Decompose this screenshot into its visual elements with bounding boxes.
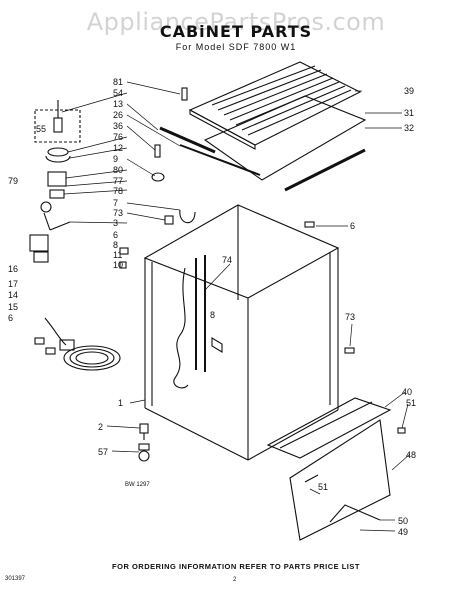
callout-label: 32 — [404, 123, 414, 133]
callout-label: 57 — [98, 447, 108, 457]
callout-label: 55 — [36, 124, 46, 134]
callout-label: 17 — [8, 279, 18, 289]
callout-label: 10 — [113, 260, 123, 270]
callout-label: 48 — [406, 450, 416, 460]
callout-label: 51 — [406, 398, 416, 408]
callout-label: 15 — [8, 302, 18, 312]
callout-label: 14 — [8, 290, 18, 300]
callout-labels: 81 54 13 26 55 36 76 12 9 80 79 77 78 7 … — [8, 77, 416, 537]
callout-label: 31 — [404, 108, 414, 118]
watermark: AppliancePartsPros.com — [86, 8, 386, 36]
cabinet-drawing — [29, 61, 411, 541]
callout-label: 79 — [8, 176, 18, 186]
bracket-55 — [34, 100, 81, 143]
cord-clamp-7 — [179, 209, 196, 224]
callout-label: 36 — [113, 121, 123, 131]
top-support-panel — [203, 95, 367, 181]
callout-label: 80 — [113, 165, 123, 175]
screw-36 — [154, 144, 161, 158]
callout-label: 74 — [222, 255, 232, 265]
switch-16 — [29, 234, 49, 263]
callout-label: 49 — [398, 527, 408, 537]
rail-13 — [159, 126, 216, 154]
callout-label: 12 — [113, 143, 123, 153]
callout-label: 8 — [113, 240, 118, 250]
power-cord-14 — [44, 317, 121, 371]
lever-79 — [40, 201, 71, 231]
leveling-leg-2 — [139, 423, 149, 440]
clip-8 — [119, 247, 129, 255]
callout-label: 81 — [113, 77, 123, 87]
callout-label: 6 — [113, 230, 118, 240]
callout-label: 39 — [404, 86, 414, 96]
screw-73 — [164, 215, 174, 225]
bracket-78 — [49, 189, 65, 199]
clip-6-lower — [34, 337, 45, 345]
callout-label: 9 — [113, 154, 118, 164]
drawing-code: BW 1297 — [125, 482, 150, 488]
callout-label: 73 — [113, 208, 123, 218]
top-panel — [188, 61, 362, 150]
switch-80 — [47, 171, 67, 187]
callout-label: 51 — [318, 482, 328, 492]
wire-harness — [173, 267, 189, 389]
callout-label: 40 — [402, 387, 412, 397]
footer-code: 301397 — [5, 576, 26, 582]
callout-label: 76 — [113, 132, 123, 142]
callout-label: 7 — [113, 198, 118, 208]
cabinet-body — [143, 204, 340, 461]
callout-label: 77 — [113, 176, 123, 186]
callout-label: 1 — [118, 398, 123, 408]
toe-panel-40 — [266, 397, 392, 459]
callout-label: 3 — [113, 218, 118, 228]
screw-51 — [397, 427, 406, 434]
caster-57 — [138, 443, 150, 462]
callout-label: 54 — [113, 88, 123, 98]
callout-label: 2 — [98, 422, 103, 432]
page-title: CABiNET PARTS — [159, 22, 313, 41]
screw-81 — [181, 87, 188, 101]
clip-8-inner — [211, 337, 223, 353]
callout-label: 6 — [8, 313, 13, 323]
callout-label: 73 — [345, 312, 355, 322]
callout-label: 8 — [210, 310, 215, 320]
callout-label: 78 — [113, 186, 123, 196]
access-panel-48 — [289, 419, 391, 541]
rail-26 — [179, 144, 261, 176]
washer-76 — [47, 147, 69, 157]
page-number: 2 — [233, 577, 237, 583]
rail-32 — [284, 148, 366, 192]
model-subtitle: For Model SDF 7800 W1 — [175, 42, 297, 52]
leader-lines — [61, 81, 411, 532]
callout-label: 6 — [350, 221, 355, 231]
ordering-info: FOR ORDERING INFORMATION REFER TO PARTS … — [112, 562, 360, 571]
screw-73-right — [344, 347, 355, 354]
callout-label: 16 — [8, 264, 18, 274]
callout-label: 26 — [113, 110, 123, 120]
clip-12 — [45, 155, 71, 163]
screw-10 — [119, 261, 127, 269]
callout-label: 50 — [398, 516, 408, 526]
callout-label: 13 — [113, 99, 123, 109]
screw-6-right — [304, 221, 315, 228]
callout-label: 11 — [113, 250, 122, 260]
clip-9 — [151, 172, 165, 182]
